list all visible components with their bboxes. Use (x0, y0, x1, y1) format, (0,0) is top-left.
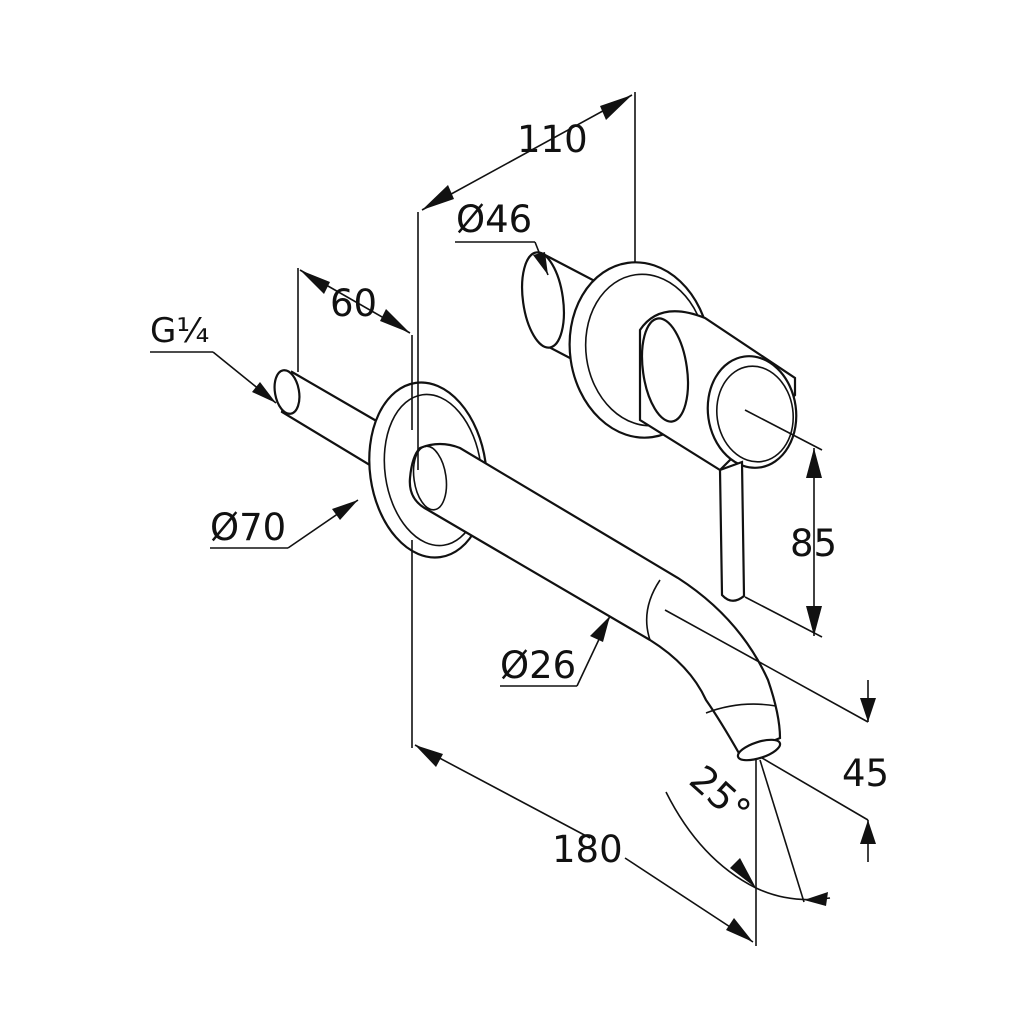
dimension-label-diameter-26: Ø26 (500, 644, 576, 687)
mixer-valve-body (520, 251, 798, 602)
dimension-label-angle-25: 25° (681, 757, 759, 833)
dimension-label-diameter-70: Ø70 (210, 506, 286, 549)
dimension-label-thread-g: G¼ (150, 311, 209, 351)
dimension-label-diameter-46: Ø46 (456, 198, 532, 241)
dimension-lines (150, 92, 876, 946)
dimension-label-45: 45 (842, 752, 889, 795)
dimension-label-60: 60 (330, 282, 377, 325)
dimension-label-85: 85 (790, 522, 837, 565)
spout-assembly (273, 369, 782, 762)
dimension-label-110: 110 (517, 118, 588, 161)
dimension-label-180: 180 (552, 828, 623, 871)
